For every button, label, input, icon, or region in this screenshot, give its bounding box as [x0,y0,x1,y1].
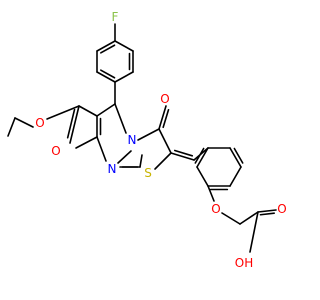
molecule-diagram: F O O N N S O O O OH [7,10,287,270]
bond-ring-double [100,69,116,79]
atom-o-ester-ether: O [35,116,44,130]
bonds [7,23,277,253]
bond-o-ch2 [221,212,241,225]
bond-ring-double [100,44,116,54]
bond-methyl [75,136,98,149]
bond-c7-n [96,136,107,162]
atom-labels: F O O N N S O O O OH [35,10,286,270]
bond-ring [114,71,134,83]
bond-c-o-acid [257,209,277,213]
bond-c-o-acid [259,212,275,216]
atom-n-ring: N [128,133,137,147]
bond-ring-double [229,147,242,168]
atom-oh-acid: OH [235,256,253,270]
bond-s-c [139,154,143,168]
bond-c5-c6 [96,103,116,117]
bond-ch2-c [239,211,259,225]
bond-ring [114,40,134,52]
bond-c2-s [154,152,172,170]
bond-ester [78,105,98,117]
bond-ester-co [66,108,76,139]
bond-ester-o [46,105,80,120]
atom-o-keto: O [160,92,169,106]
atom-n-imine: N [108,162,117,176]
structure-canvas: F O O N N S O O O OH [7,10,287,270]
bond-n-co [137,128,160,141]
atom-o-ether: O [211,202,220,216]
bond-c-o [158,105,167,130]
atom-o-acid-carbonyl: O [277,202,286,216]
bond-ester-co [69,105,80,144]
bond-n-c [117,150,132,164]
atom-o-ester-carbonyl: O [51,144,60,158]
bond-ring-double [96,40,116,52]
bond-ring [229,166,242,187]
bond-ring-double [233,147,244,164]
bond-ethyl-2 [7,117,16,137]
bond-c-o [162,108,170,129]
bond-ring-double [196,147,209,168]
atom-f: F [112,10,119,24]
bond-exo-double [170,152,195,161]
bond-aryl-o [207,185,215,202]
bond-c5-n [114,103,127,134]
bond-ring-double [194,147,205,164]
atom-s: S [144,166,152,180]
bond-co-c2 [158,128,172,154]
bond-ring-double [96,71,116,83]
bond-c-oh [249,211,259,253]
bond-ethyl [14,117,34,128]
bond-ring [196,166,209,187]
bond-exo-double [173,149,194,157]
